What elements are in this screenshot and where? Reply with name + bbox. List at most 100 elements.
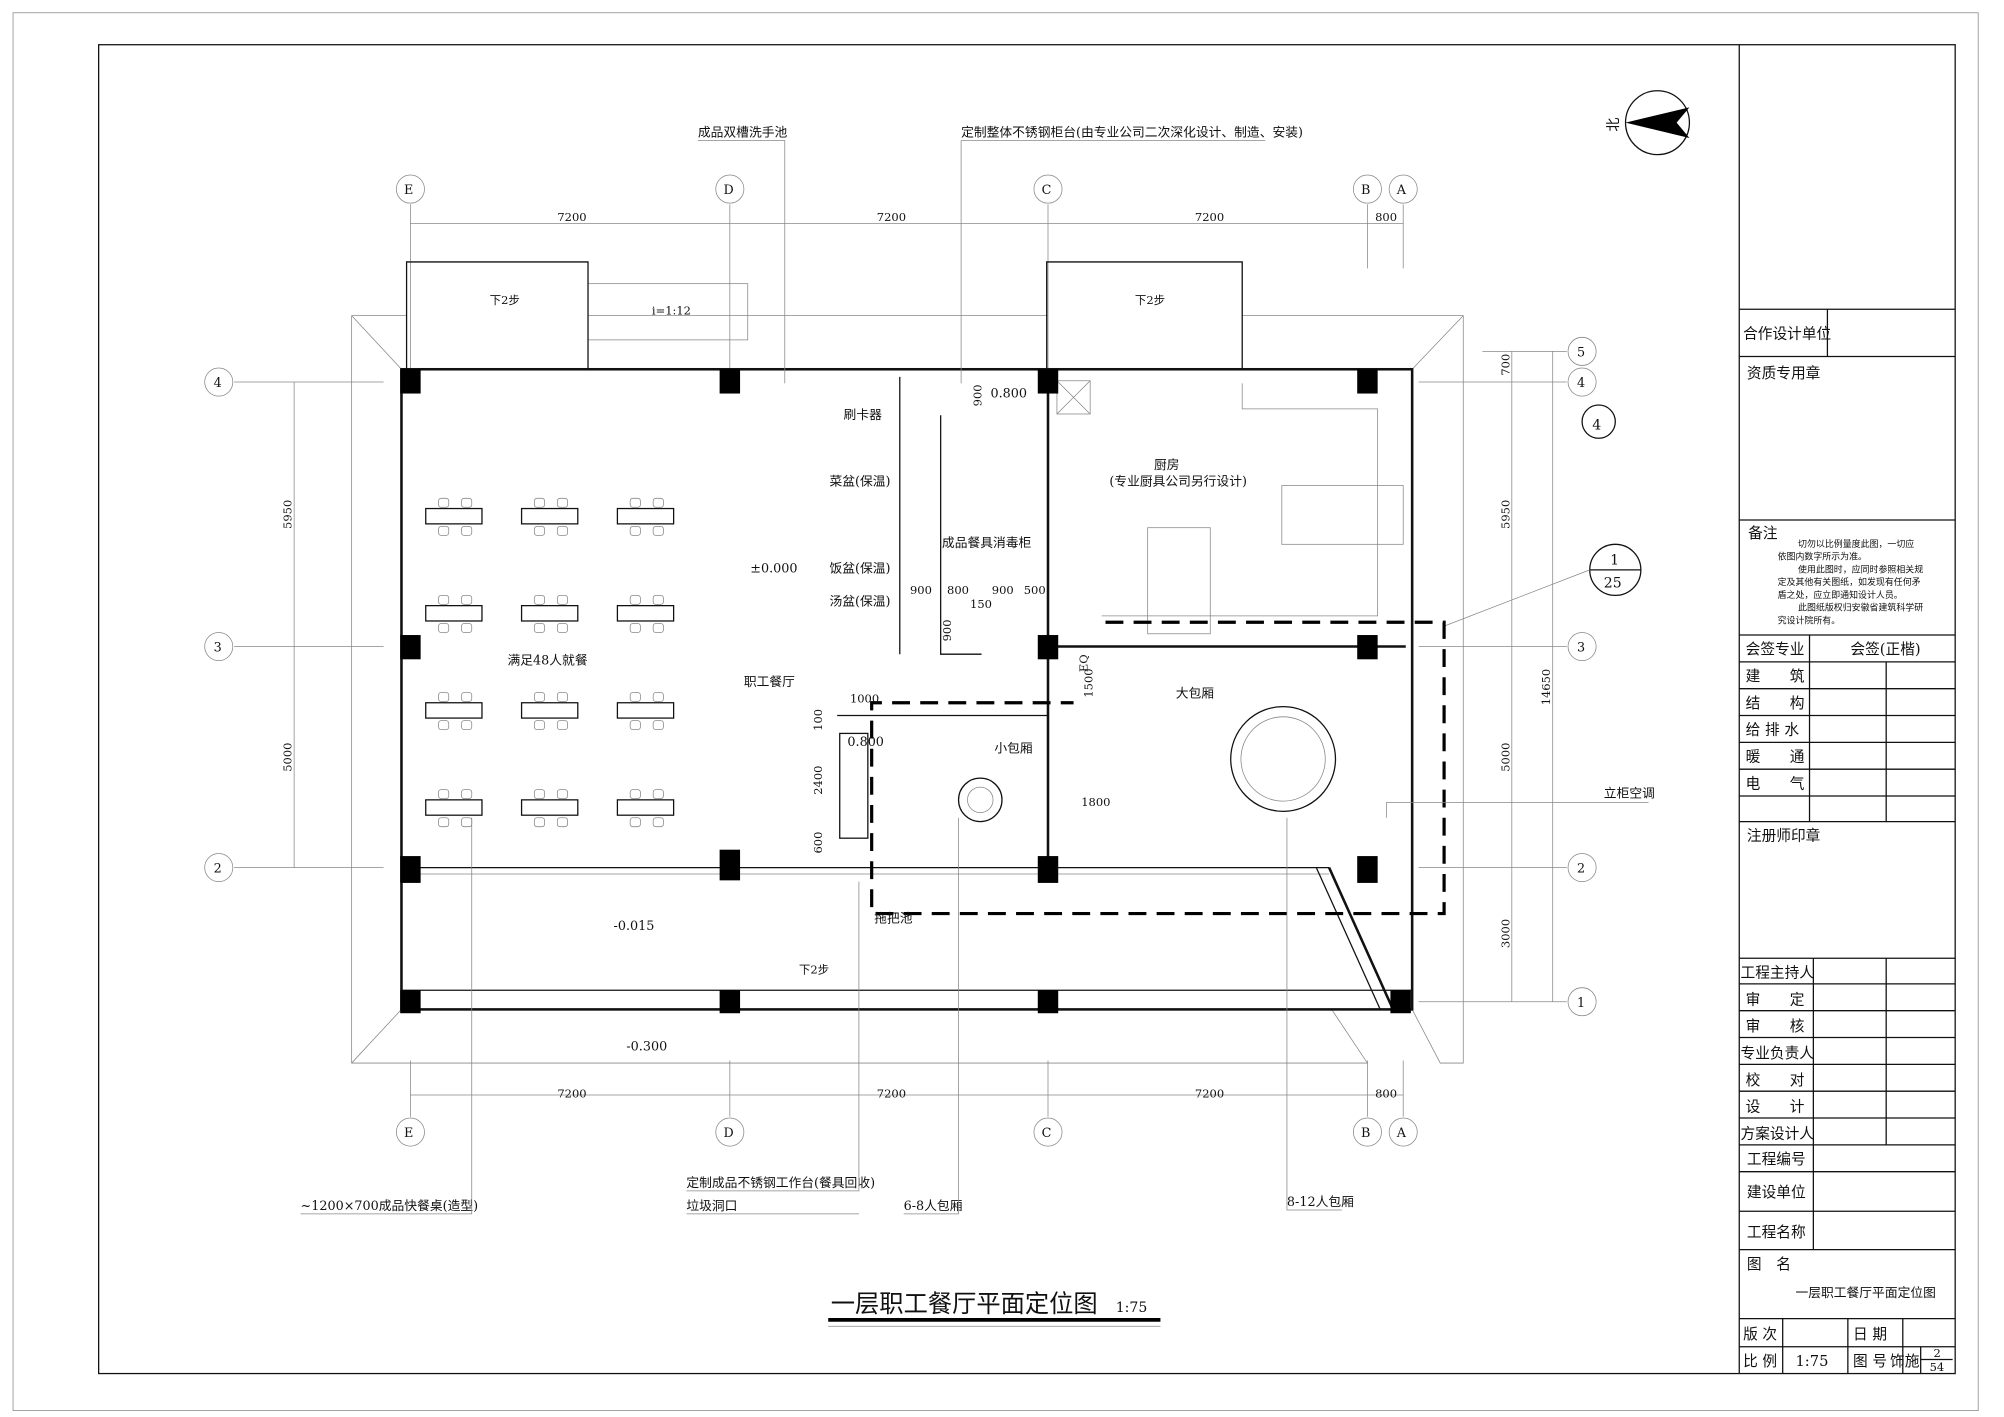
drawing-text: 会签专业 [1746,641,1805,658]
drawing-text: 下2步 [799,963,829,977]
north-arrow-icon: 北 [1606,90,1691,156]
drawing-text: 4 [1592,417,1601,433]
dining-label: 职工餐厅 [744,674,795,690]
chair [652,595,664,605]
drawing-text: 工程编号 [1747,1151,1806,1168]
grid-lines [234,204,1567,1117]
roof-eave-outline-left [351,315,1369,1064]
outer-border [12,12,1979,1411]
drawing-text: 5000 [1498,743,1512,772]
drawing-text: 方案设计人 [1741,1124,1815,1142]
axis-bubbles-right: 5 4 3 2 1 4 1 25 [1443,336,1642,1017]
ramp-slope: i=1:12 [652,303,691,317]
drawing-text: 成品餐具消毒柜 [942,535,1032,551]
drawing-text: 8-12人包厢 [1287,1195,1354,1210]
chair [652,720,664,730]
chair [629,720,641,730]
drawing-text: D [723,183,733,198]
drawing-text: 1:75 [1795,1353,1828,1370]
drawing-text: 900 [910,583,932,597]
chair [629,497,641,508]
drawing-text: 饰施 [1890,1353,1920,1370]
chair [533,692,545,702]
drawing-text: 工程主持人 [1741,964,1815,981]
chair [556,623,568,633]
drawing-text: 图 号 [1853,1353,1887,1370]
drawing-text: 饭盆(保温) [830,561,891,576]
dining-table [425,497,483,536]
drawing-text: B [1361,183,1370,198]
drawing-text: 合作设计单位 [1743,326,1831,343]
drawing-text: 定制成品不锈钢工作台(餐具回收) [686,1175,875,1191]
drawing-text: 25 [1604,576,1622,592]
drawing-text: C [1042,183,1052,198]
drawing-text: 刷卡器 [844,408,883,423]
drawing-text: C [1042,1126,1052,1141]
chair [461,623,473,633]
chair [533,526,545,536]
drawing-text: 800 [1375,1087,1397,1101]
drawing-text: 7200 [557,210,586,224]
dining-table [520,595,579,633]
chair [629,692,641,702]
drawing-text: 盾之处，应立即通知设计人员。 [1778,589,1903,601]
drawing-text: 使用此图时，应同时参照相关规 [1798,563,1923,575]
drawing-text: EQ [1077,654,1091,672]
dining-table [425,789,483,828]
chair [461,497,473,508]
drawing-text: 日 期 [1853,1326,1887,1343]
small-room-label: 小包厢 [994,742,1033,757]
eave-hip [351,315,402,370]
drawing-text: 下2步 [1135,293,1165,307]
chair [629,789,641,799]
drawing-text: B [1361,1126,1370,1141]
drawing-text: 100 [811,709,825,731]
drawing-text: 900 [940,619,954,641]
drawing-text: 究设计院所有。 [1778,615,1841,627]
drawing-text: 立柜空调 [1604,786,1655,801]
columns [400,369,1411,1014]
leader-lines [300,140,1649,1215]
drawing-text: 2 [214,862,222,877]
drawing-text: 700 [1498,354,1512,376]
chair [461,720,473,730]
round-table-small [957,777,1003,823]
drawing-text: 800 [947,583,969,597]
chair [438,623,450,633]
drawing-text: 54 [1930,1360,1945,1374]
chair [533,623,545,633]
drawing-text: 4 [214,376,222,391]
dining-table [616,789,675,828]
drawing-text: 审 核 [1746,1018,1805,1035]
drawing-text: 成品双槽洗手池 [698,126,788,141]
drawing-text: 图 名 [1747,1256,1791,1273]
drawing-text: 下2步 [490,293,520,307]
chair [438,692,450,702]
chair [461,595,473,605]
drawing-text: 800 [1375,210,1397,224]
dining-table [520,497,579,536]
walls [400,261,1414,1011]
title-block-text: 合作设计单位 资质专用章 备注 切勿以比例量度此图，一切应 依图内数字所示为准。… [1741,326,1945,1374]
chair [438,526,450,536]
drawing-text: 7200 [1195,210,1224,224]
drawing-text: 1 [1610,553,1619,569]
drawing-text: 14650 [1539,669,1553,706]
chair [438,720,450,730]
drawing-text: 500 [1024,583,1046,597]
drawing-text: 7200 [1195,1087,1224,1101]
drawing-text: 900 [992,583,1014,597]
chair [461,789,473,799]
dining-table [425,595,483,633]
drawing-text: 1000 [850,692,879,706]
chair [652,623,664,633]
dimensions: 7200 7200 7200 800 7200 7200 7200 800 59… [281,210,1554,1101]
drawing-frame [98,44,1956,1375]
drawing-text: 依图内数字所示为准。 [1778,551,1867,563]
chair [438,595,450,605]
chair [461,526,473,536]
chair [556,789,568,799]
drawing-text: 5 [1577,345,1585,360]
chair [533,720,545,730]
